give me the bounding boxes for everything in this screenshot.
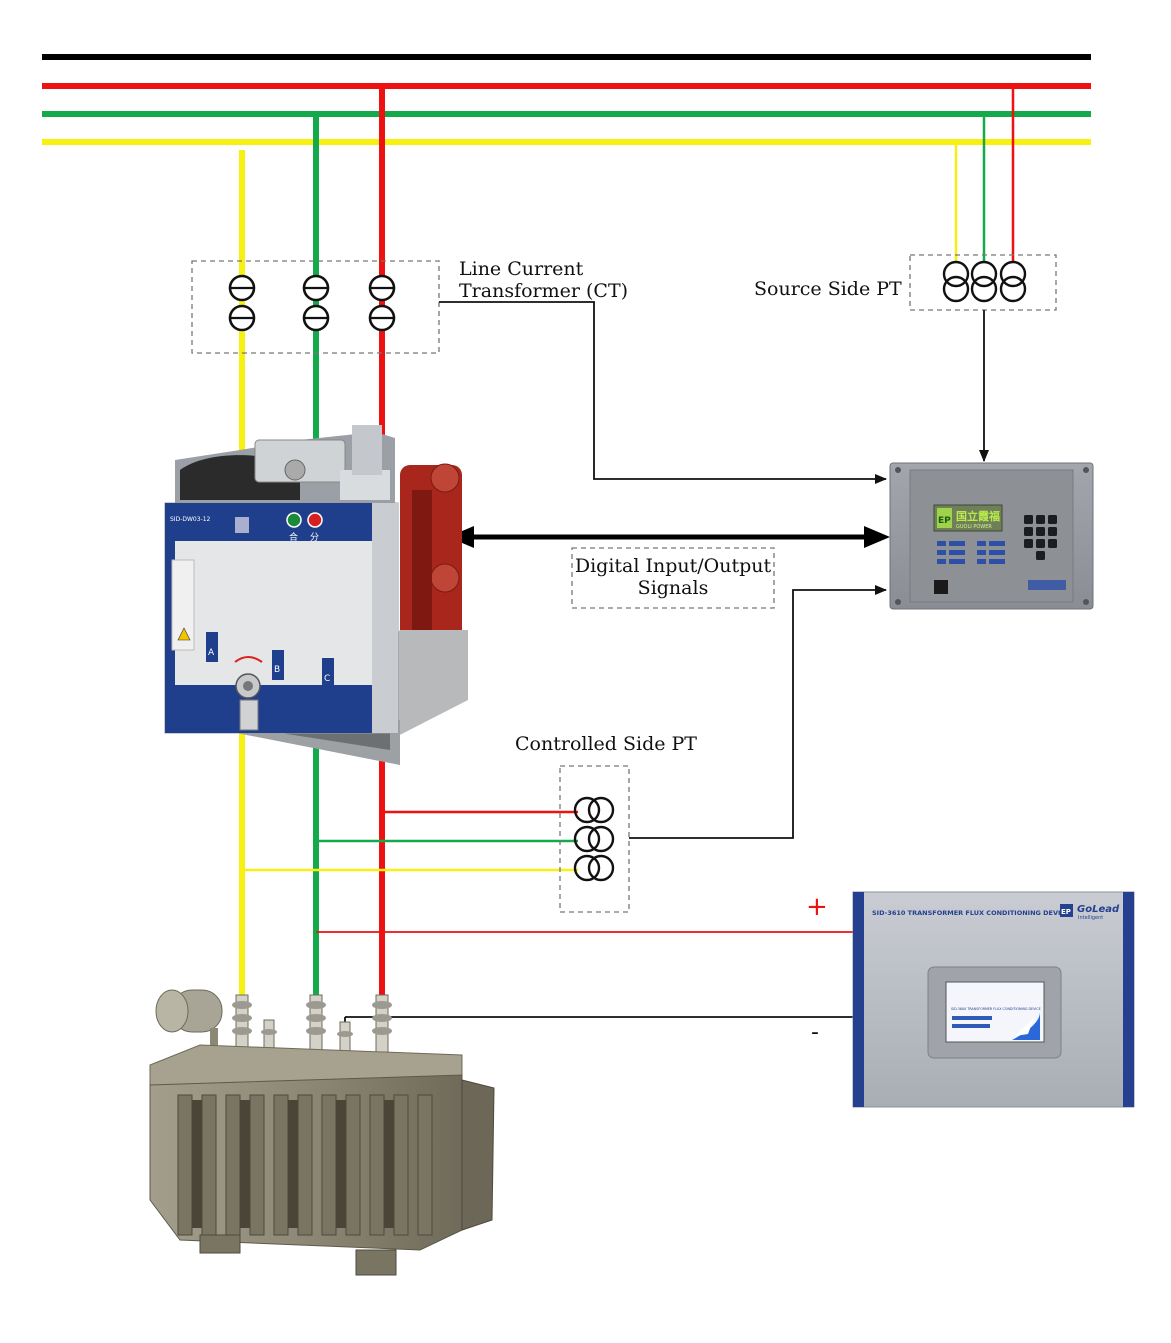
potential-transformer-icon — [573, 796, 615, 882]
flux-device: SID-3610 TRANSFORMER FLUX CONDITIONING D… — [852, 891, 1135, 1108]
relay-brand-en: GUOLI POWER — [956, 524, 992, 530]
controlled-pt-label: Controlled Side PT — [515, 733, 697, 755]
source-pt-box — [909, 254, 1057, 311]
breaker-open-label: 分 — [310, 532, 319, 543]
flux-device-logo: EP — [1061, 908, 1071, 916]
dio-label-1: Digital Input/Output — [575, 555, 772, 577]
breaker-model: SID-DW03-12 — [170, 516, 211, 523]
relay-logo: EP — [938, 516, 951, 526]
source-pt-taps — [954, 86, 1015, 262]
flux-screen-title: SID-3600 TRANSFORMER FLUX CONDITIONING D… — [951, 1007, 1041, 1011]
breaker-phase-a: A — [208, 648, 215, 658]
breaker-close-label: 合 — [289, 531, 298, 543]
flux-device-title: SID-3610 TRANSFORMER FLUX CONDITIONING D… — [872, 909, 1070, 917]
protection-relay-icon: EP 国立霞福 GUOLI POWER — [889, 462, 1094, 610]
line-ct-group — [191, 260, 440, 354]
controlled-pt-taps — [242, 810, 578, 872]
minus-label: - — [811, 1020, 819, 1045]
source-pt-group — [909, 254, 1057, 311]
source-pt-label: Source Side PT — [754, 278, 902, 300]
breaker-phase-b: B — [274, 665, 280, 675]
breaker-phase-c: C — [324, 674, 330, 684]
arrow-icon — [448, 526, 890, 548]
ct-signal-line — [439, 301, 887, 484]
controlled-pt-signal-line — [629, 585, 887, 839]
controlled-pt-box — [559, 765, 630, 913]
busbars — [42, 54, 1091, 145]
controlled-pt-group — [559, 765, 630, 913]
relay-brand-cn: 国立霞福 — [956, 509, 1000, 523]
circuit-breaker-icon: SID-DW03-12 合 分 A B C — [164, 425, 468, 765]
current-transformer-icon — [228, 274, 396, 332]
line-ct-label-1: Line Current — [459, 258, 584, 280]
line-ct-box — [191, 260, 440, 354]
flux-device-brand: GoLead — [1077, 904, 1120, 915]
line-ct-label-2: Transformer (CT) — [459, 280, 628, 302]
power-transformer-icon — [149, 989, 495, 1276]
flux-device-brand-sub: Intelligent — [1078, 915, 1103, 921]
plus-label: + — [806, 892, 828, 922]
dio-label-2: Signals — [638, 577, 709, 599]
potential-transformer-icon — [942, 260, 1027, 303]
dio-box — [571, 547, 775, 609]
